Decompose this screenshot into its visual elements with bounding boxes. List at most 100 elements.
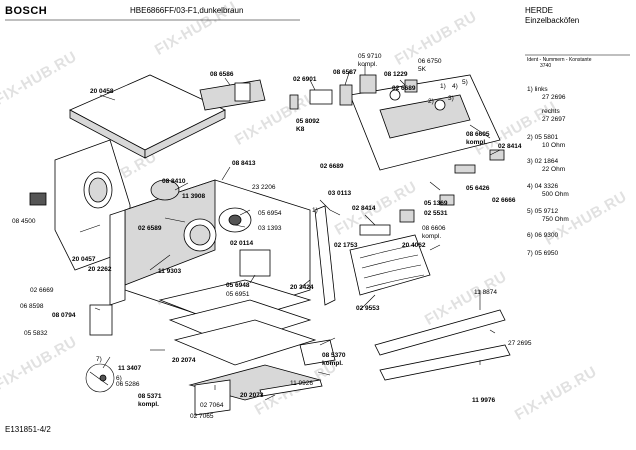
legend-item: 27 2696 xyxy=(542,94,566,101)
legend-item: 3) 02 1864 xyxy=(527,158,559,165)
legend-item: 6) 06 9300 xyxy=(527,232,559,239)
part-label: 05 1369 xyxy=(424,200,448,207)
part-label: 02 6901 xyxy=(293,76,317,83)
part-label: 11 9303 xyxy=(158,268,182,275)
part-label: kompl. xyxy=(138,401,159,408)
part-label: 05 6948 xyxy=(226,282,250,289)
part-label: 02 6669 xyxy=(30,287,54,294)
part-label: 05 9710 xyxy=(358,53,382,60)
part-label: kompl. xyxy=(358,61,378,68)
legend-item: 10 Ohm xyxy=(542,142,566,149)
part-label: 06 5286 xyxy=(116,381,140,388)
contact-strip xyxy=(359,224,391,236)
part-label: 11 3908 xyxy=(182,193,206,200)
legend-item: rechts xyxy=(542,108,560,115)
part-label: 08 5371 xyxy=(138,393,162,400)
part-label: 20 2262 xyxy=(88,266,112,273)
part-label: 02 6689 xyxy=(392,85,416,92)
side-rack xyxy=(109,209,126,306)
part-label: kompl. xyxy=(422,233,442,240)
part-label: 03 1393 xyxy=(258,225,282,232)
part-label: 5K xyxy=(418,66,426,73)
ident-label: Ident - Nummern - Konstante xyxy=(527,57,592,63)
vertical-rail xyxy=(314,205,336,306)
part-label: 02 7065 xyxy=(190,413,214,420)
telescopic-rail-2 xyxy=(379,344,511,381)
callout-label: 5) xyxy=(462,79,468,86)
rail-small xyxy=(259,379,323,397)
part-label: K8 xyxy=(296,126,305,133)
part-label: 05 8092 xyxy=(296,118,320,125)
part-label: 08 8410 xyxy=(162,178,186,185)
part-label: 05 6426 xyxy=(466,185,490,192)
part-label: 05 6954 xyxy=(258,210,282,217)
relay xyxy=(289,94,299,110)
part-label: 02 0114 xyxy=(230,240,254,247)
part-label: 06 8598 xyxy=(20,303,44,310)
cable-detail xyxy=(85,363,115,393)
part-label: 20 3424 xyxy=(290,284,314,291)
legend-item: 1) links xyxy=(527,86,548,93)
callout-label: 3) xyxy=(448,95,454,102)
part-label: 11 9926 xyxy=(290,380,314,387)
part-label: 08 6606 xyxy=(422,225,446,232)
part-label: 20 0458 xyxy=(90,88,114,95)
fan-motor xyxy=(150,179,180,201)
sensor-2 xyxy=(359,74,377,94)
part-label: 20 2074 xyxy=(172,357,196,364)
callout-label: 2) xyxy=(428,98,434,105)
model-title: HBE6866FF/03-F1,dunkelbraun xyxy=(130,6,244,15)
part-label: 20 2073 xyxy=(240,392,264,399)
legend-item: 4) 04 3326 xyxy=(527,183,559,190)
part-label: 06 6750 xyxy=(418,58,442,65)
legend-item: 27 2697 xyxy=(542,116,566,123)
hinge-left xyxy=(194,379,231,416)
part-label: 08 6586 xyxy=(210,71,234,78)
part-label: 05 5832 xyxy=(24,330,48,337)
legend-item: 2) 05 5801 xyxy=(527,134,559,141)
callout-label: 1) xyxy=(312,207,318,214)
part-label: 08 6587 xyxy=(333,69,357,76)
part-label: 27 2695 xyxy=(508,340,532,347)
brand-logo: BOSCH xyxy=(5,5,48,17)
callout-label: 7) xyxy=(96,356,102,363)
part-label: 11 8874 xyxy=(474,289,498,296)
part-label: 08 1229 xyxy=(384,71,408,78)
part-label: 08 6605 xyxy=(466,131,490,138)
cooling-blower xyxy=(199,79,266,111)
legend-item: 7) 05 6950 xyxy=(527,250,559,257)
part-label: 11 3407 xyxy=(118,365,142,372)
part-label: 05 6951 xyxy=(226,291,250,298)
subcategory-title: Einzelbacköfen xyxy=(525,16,580,25)
part-label: 23 2206 xyxy=(252,184,276,191)
legend-item: 500 Ohm xyxy=(542,191,569,198)
terminal-block xyxy=(89,304,113,336)
part-label: 02 1753 xyxy=(334,242,358,249)
cable-clip xyxy=(29,192,47,206)
oven-light xyxy=(239,249,271,277)
baking-tray-2 xyxy=(173,319,317,366)
callout-label: 6) xyxy=(116,375,122,382)
legend-item: 750 Ohm xyxy=(542,216,569,223)
connector-3 xyxy=(454,164,476,174)
part-label: 02 8414 xyxy=(352,205,376,212)
part-label: 02 6666 xyxy=(492,197,516,204)
legend-item: 5) 05 9712 xyxy=(527,208,559,215)
ident-value: 3740 xyxy=(540,63,552,69)
sensor xyxy=(339,84,353,106)
top-cover xyxy=(69,74,226,151)
switch xyxy=(404,79,418,93)
part-label: 08 0794 xyxy=(52,312,76,319)
document-id: E131851-4/2 xyxy=(5,425,51,434)
part-label: 20 0457 xyxy=(72,256,96,263)
legend-item: 22 Ohm xyxy=(542,166,566,173)
callout-label: 4) xyxy=(452,83,458,90)
part-label: 08 4500 xyxy=(12,218,36,225)
thermostat xyxy=(309,89,333,105)
hinge-right xyxy=(299,339,336,366)
fuse xyxy=(399,209,415,223)
part-label: 03 0113 xyxy=(328,190,352,197)
callout-label: 1) xyxy=(440,83,446,90)
category-title: HERDE xyxy=(525,6,554,15)
